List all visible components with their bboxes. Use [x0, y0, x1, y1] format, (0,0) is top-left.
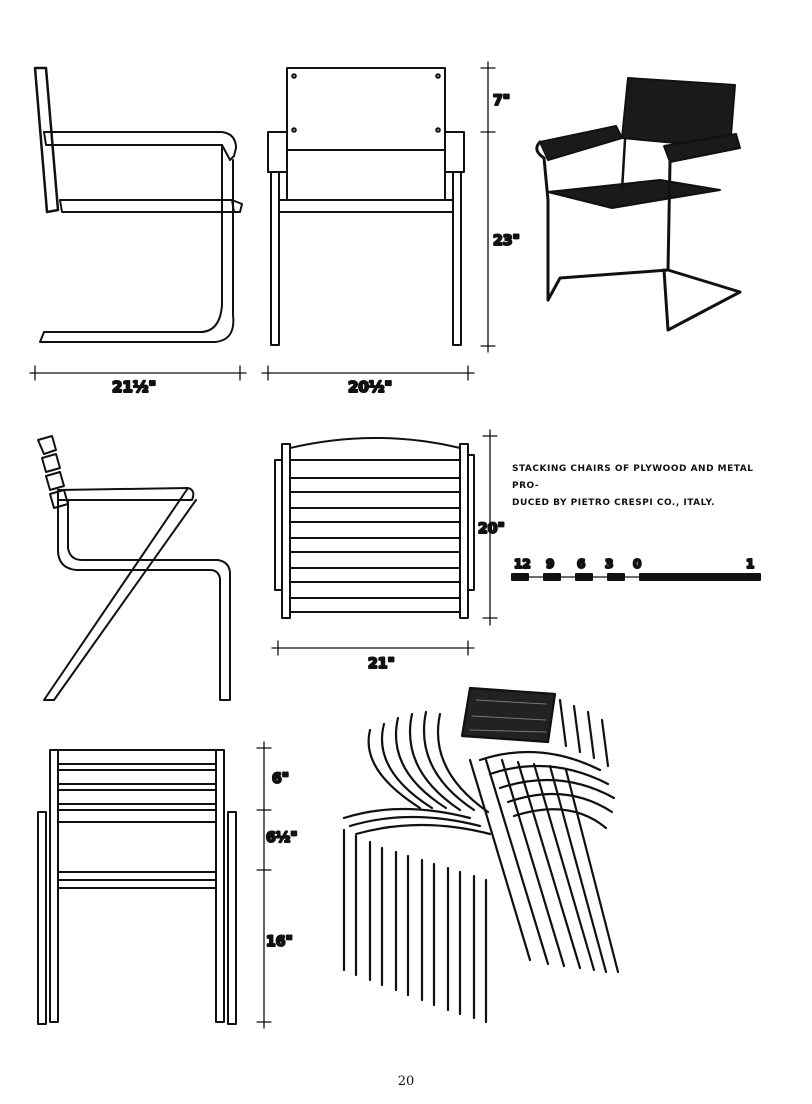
- scale-label-6: 6: [577, 557, 585, 571]
- cantilever-chair-photo: [535, 77, 742, 332]
- dim-rear-leg: 16": [266, 934, 293, 950]
- dim-rear-top: 6": [272, 771, 289, 787]
- bottom-dimension-lines: [256, 741, 272, 1029]
- scale-bar: [511, 573, 761, 581]
- scale-label-12: 12: [514, 557, 531, 571]
- stacking-chair-rear-elevation: [37, 749, 237, 1025]
- scale-label-9: 9: [546, 557, 554, 571]
- dim-side-width: 21½": [112, 378, 156, 396]
- caption-line-2: DUCED BY PIETRO CRESPI CO., ITALY.: [512, 498, 715, 508]
- dim-plan-depth: 20": [478, 521, 505, 537]
- stacking-chair-side-elevation: [37, 435, 231, 701]
- caption-line-1: STACKING CHAIRS OF PLYWOOD AND METAL PRO…: [512, 464, 754, 491]
- stacking-chair-plan: [274, 437, 475, 619]
- caption: STACKING CHAIRS OF PLYWOOD AND METAL PRO…: [512, 461, 762, 512]
- middle-dimension-lines: [271, 429, 498, 656]
- dim-rear-mid: 6½": [266, 830, 298, 846]
- top-dimension-lines: [29, 61, 496, 381]
- dim-seat-height: 23": [493, 233, 520, 249]
- dim-back-height: 7": [493, 93, 510, 109]
- stacked-chairs-photo: [342, 686, 620, 1024]
- page-number: 20: [397, 1074, 415, 1089]
- scale-label-3: 3: [605, 557, 613, 571]
- scale-label-1: 1: [746, 557, 754, 571]
- cantilever-side-elevation: [33, 66, 243, 343]
- dim-front-width: 20½": [348, 378, 392, 396]
- dim-plan-width: 21": [368, 656, 395, 672]
- cantilever-front-elevation: [267, 67, 465, 346]
- scale-label-0: 0: [633, 557, 641, 571]
